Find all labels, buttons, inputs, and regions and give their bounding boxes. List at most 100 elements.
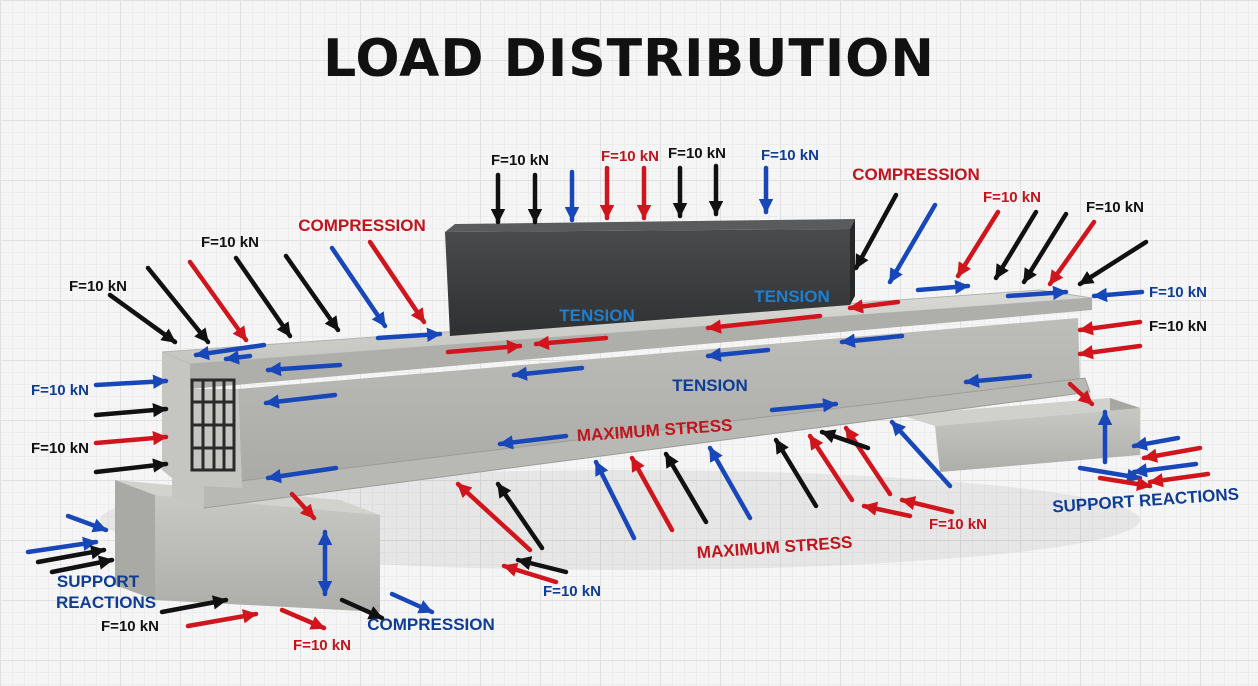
- force-arrow: [445, 339, 523, 355]
- force-label: F=10 kN: [1149, 318, 1207, 335]
- page-title: LOAD DISTRIBUTION: [323, 29, 935, 89]
- force-arrow: [915, 279, 971, 295]
- force-label: F=10 kN: [929, 516, 987, 533]
- tension-label: TENSION: [559, 306, 635, 325]
- right-support-block: [900, 398, 1140, 472]
- tension-label: TENSION: [672, 376, 748, 395]
- force-arrow: [807, 433, 855, 503]
- force-arrow: [497, 433, 569, 450]
- force-arrow: [495, 481, 545, 551]
- force-arrow: [1131, 435, 1181, 451]
- force-arrow: [1047, 219, 1097, 287]
- force-arrow: [49, 555, 115, 575]
- force-arrow: [847, 299, 901, 314]
- force-arrow: [263, 392, 338, 409]
- force-label: F=10 kN: [601, 148, 659, 165]
- force-arrow: [107, 292, 178, 345]
- force-arrow: [861, 501, 913, 519]
- tension-label: TENSION: [754, 287, 830, 306]
- force-arrow: [629, 455, 675, 533]
- force-arrow: [1005, 285, 1069, 301]
- force-label: F=10 kN: [1086, 199, 1144, 216]
- force-arrow: [773, 437, 819, 509]
- force-arrow: [819, 429, 871, 451]
- force-label: F=10 kN: [101, 618, 159, 635]
- force-arrow: [187, 259, 249, 343]
- force-arrow: [185, 609, 259, 629]
- force-label: F=10 kN: [668, 145, 726, 162]
- force-arrow: [145, 265, 211, 345]
- compression-label: COMPRESSION: [852, 165, 980, 184]
- force-arrow: [375, 327, 443, 343]
- force-arrow: [289, 491, 317, 521]
- force-arrow: [223, 350, 253, 365]
- force-arrow: [887, 202, 938, 285]
- force-arrow: [93, 458, 169, 475]
- force-arrow: [93, 402, 169, 418]
- force-arrow: [1147, 471, 1211, 488]
- force-arrow: [35, 545, 107, 565]
- force-arrow: [159, 595, 229, 615]
- force-arrow: [839, 333, 905, 348]
- force-arrow: [515, 556, 569, 575]
- force-arrow: [1131, 461, 1199, 478]
- force-label: F=10 kN: [491, 152, 549, 169]
- force-arrow: [265, 465, 339, 484]
- force-label: F=10 kN: [293, 637, 351, 654]
- force-arrow: [593, 459, 637, 541]
- force-arrow: [93, 430, 169, 446]
- force-arrow: [1021, 211, 1069, 285]
- force-label: F=10 kN: [31, 440, 89, 457]
- compression-label: COMPRESSION: [367, 615, 495, 634]
- force-label: F=10 kN: [201, 234, 259, 251]
- force-arrow: [455, 481, 533, 553]
- force-arrow: [65, 513, 109, 533]
- concrete-beam: [161, 289, 1093, 509]
- force-arrow: [1077, 343, 1143, 360]
- force-arrow: [963, 373, 1033, 388]
- force-arrow: [93, 374, 169, 389]
- force-arrow: [1097, 475, 1153, 492]
- force-arrow: [1077, 239, 1149, 287]
- force-arrows: [25, 163, 1211, 631]
- force-label: F=10 kN: [69, 278, 127, 295]
- force-arrow: [769, 398, 839, 413]
- force-arrow: [193, 342, 267, 361]
- force-arrow: [889, 419, 953, 489]
- support-reactions-label: REACTIONS: [56, 593, 156, 612]
- force-arrow: [1141, 445, 1203, 463]
- rebar-cage: [190, 378, 236, 472]
- support-reactions-label: SUPPORT REACTIONS: [1052, 485, 1240, 517]
- force-label: F=10 kN: [761, 147, 819, 164]
- force-arrow: [233, 255, 293, 339]
- force-arrow: [265, 361, 343, 377]
- force-arrow: [1067, 381, 1095, 407]
- force-arrow: [389, 591, 435, 615]
- force-arrow: [853, 192, 899, 271]
- load-block: [445, 219, 855, 336]
- force-arrow: [705, 313, 823, 334]
- compression-label: COMPRESSION: [298, 216, 426, 235]
- force-arrow: [899, 496, 955, 515]
- force-arrow: [843, 425, 893, 497]
- support-reactions-label: SUPPORT: [57, 572, 140, 591]
- beam-top-flange-side: [190, 298, 1092, 389]
- force-arrow: [705, 347, 771, 362]
- force-label: F=10 kN: [983, 189, 1041, 206]
- beam-web: [238, 318, 1080, 488]
- force-arrow: [283, 253, 341, 333]
- force-arrow: [279, 607, 327, 631]
- force-arrow: [533, 335, 609, 351]
- force-arrow: [993, 209, 1039, 281]
- force-arrow: [663, 451, 709, 525]
- force-arrow: [707, 445, 753, 521]
- force-label: F=10 kN: [1149, 284, 1207, 301]
- force-arrow: [25, 536, 99, 555]
- force-arrow: [367, 239, 427, 325]
- force-arrow: [1091, 287, 1145, 303]
- force-label: F=10 kN: [543, 583, 601, 600]
- force-arrow: [339, 597, 385, 621]
- force-label: F=10 kN: [31, 382, 89, 399]
- force-arrow: [1077, 319, 1143, 336]
